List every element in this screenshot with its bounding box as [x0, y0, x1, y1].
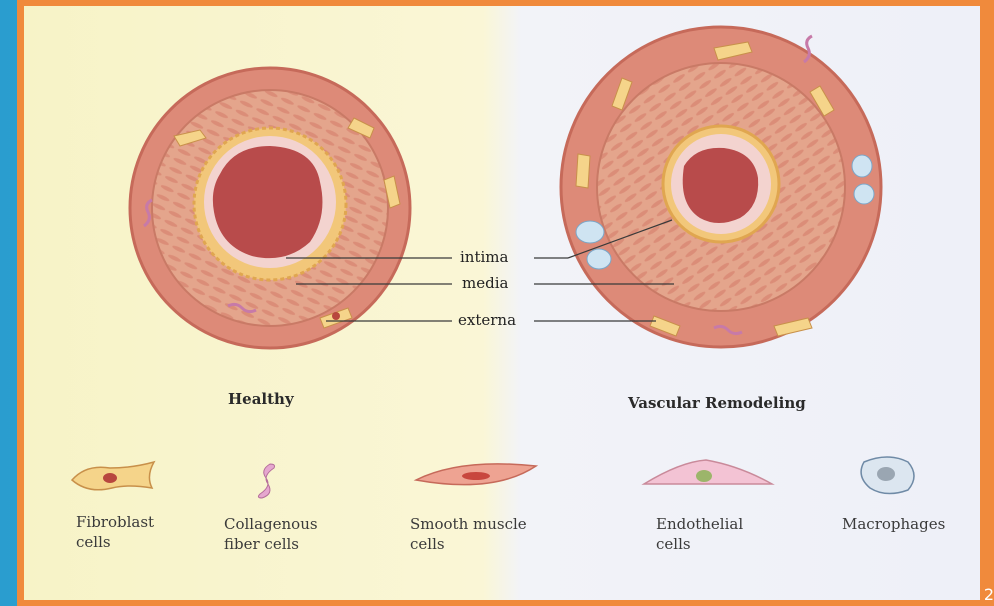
legend-line2: cells — [410, 534, 550, 554]
legend-line2: cells — [656, 534, 796, 554]
externa-label: externa — [458, 311, 516, 329]
healthy-fibroblast-nucleus — [332, 312, 340, 320]
macrophage-nucleus-icon — [877, 467, 895, 481]
smooth-muscle-nucleus-icon — [462, 472, 490, 480]
collagen-icon — [258, 464, 274, 498]
legend-line1: Collagenous — [224, 514, 364, 534]
legend-label-collagen: Collagenous fiber cells — [224, 514, 364, 554]
legend-line1: Macrophages — [842, 514, 980, 534]
orange-frame: intima media externa Healthy Vascular Re… — [17, 0, 994, 606]
slide-number: 2 — [984, 585, 994, 604]
remodeling-title: Vascular Remodeling — [628, 394, 806, 412]
intima-label: intima — [460, 248, 508, 266]
remodeled-macrophage-4 — [854, 184, 874, 204]
legend-line2: fiber cells — [224, 534, 364, 554]
remodeled-vessel — [561, 27, 881, 347]
remodeled-macrophage-2 — [587, 249, 611, 269]
legend-line1: Endothelial — [656, 514, 796, 534]
legend-line1: Fibroblast — [76, 512, 216, 532]
legend-label-macrophages: Macrophages — [842, 514, 980, 534]
endothelial-nucleus-icon — [696, 470, 712, 482]
legend-label-fibroblast: Fibroblast cells — [76, 512, 216, 552]
legend-line1: Smooth muscle — [410, 514, 550, 534]
remodeled-macrophage-3 — [852, 155, 872, 177]
remodeled-lumen — [683, 148, 758, 223]
remodeled-fibroblast-3 — [576, 154, 590, 188]
healthy-lumen — [213, 146, 323, 258]
healthy-title: Healthy — [228, 390, 294, 408]
vessel-diagram — [24, 6, 980, 600]
diagram-panel: intima media externa Healthy Vascular Re… — [24, 6, 980, 600]
legend-line2: cells — [76, 532, 216, 552]
legend-icons — [72, 457, 914, 498]
remodeled-macrophage-1 — [576, 221, 604, 243]
media-label: media — [462, 274, 508, 292]
healthy-vessel — [130, 68, 410, 348]
legend-label-smooth-muscle: Smooth muscle cells — [410, 514, 550, 554]
legend-label-endothelial: Endothelial cells — [656, 514, 796, 554]
fibroblast-nucleus-icon — [103, 473, 117, 483]
